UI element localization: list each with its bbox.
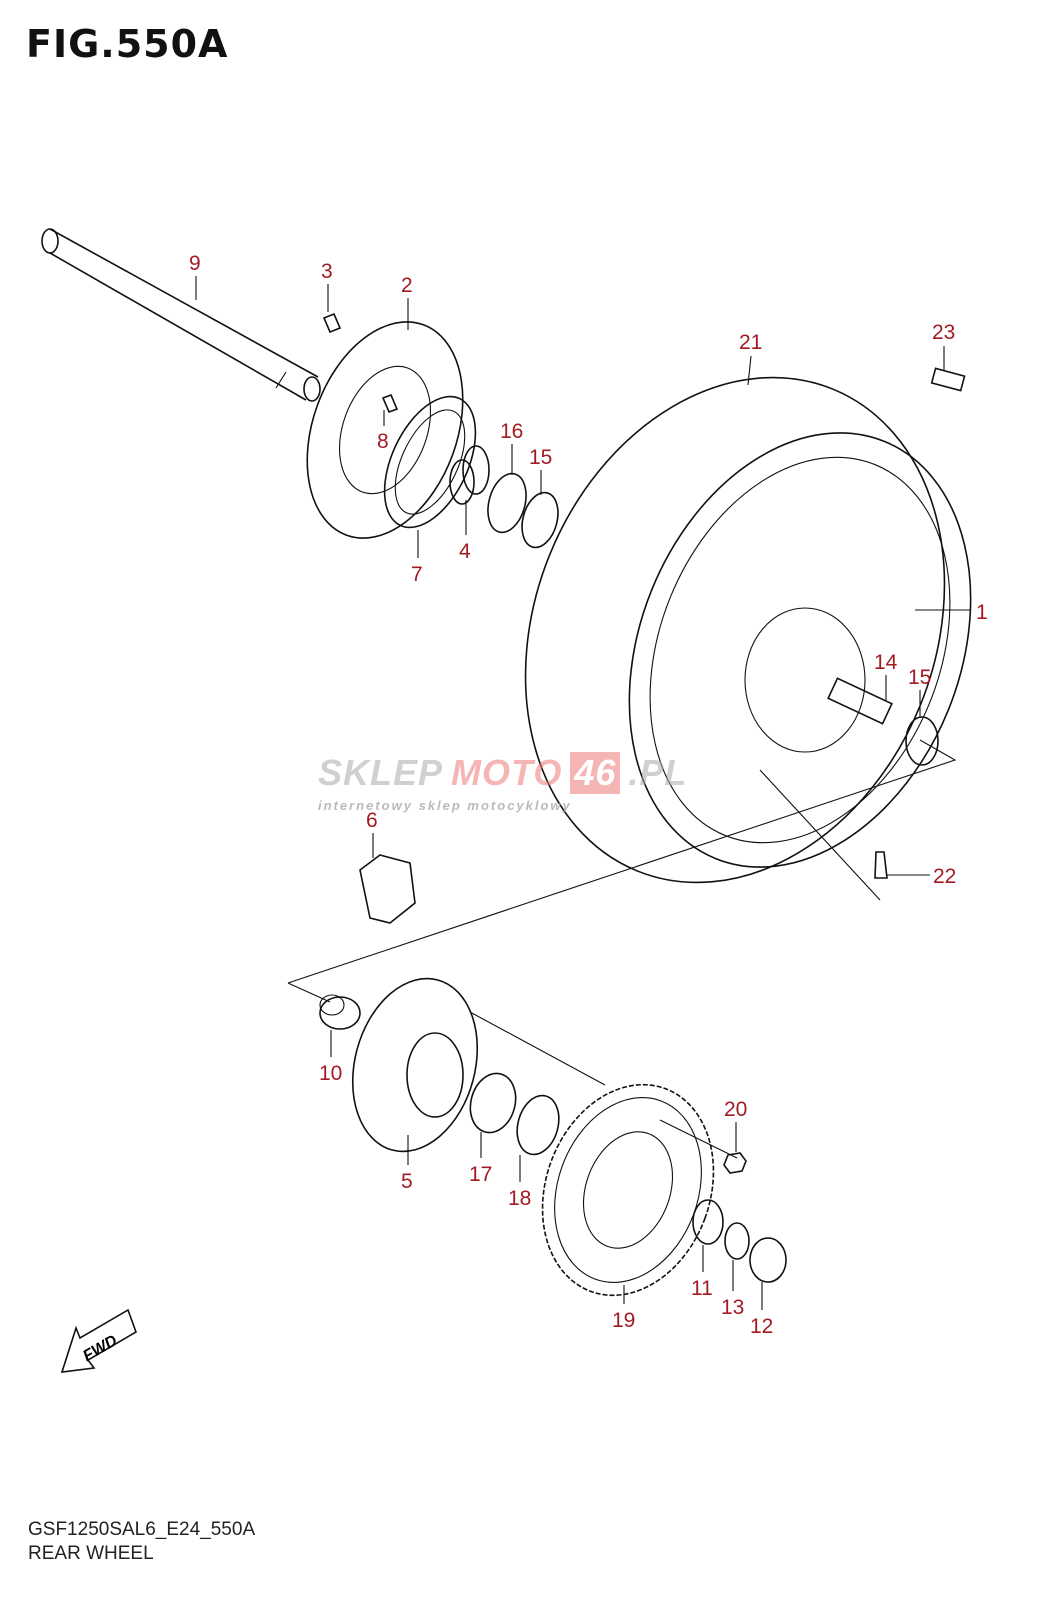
nut-part-20[interactable] (723, 1152, 747, 1174)
callout-3[interactable]: 3 (321, 260, 333, 283)
bearing-part[interactable] (516, 489, 563, 552)
bearing-part-17[interactable] (464, 1068, 522, 1137)
oil-seal-part[interactable] (482, 469, 532, 536)
callout-2[interactable]: 2 (401, 274, 413, 297)
watermark-tagline: internetowy sklep motocyklowy (318, 798, 572, 813)
bolt-part-8[interactable] (381, 393, 399, 414)
wm-part: SKLEP (318, 752, 444, 793)
callout-13[interactable]: 13 (721, 1296, 744, 1319)
nut-part-12[interactable] (749, 1237, 787, 1283)
callout-6[interactable]: 6 (366, 809, 378, 832)
sprocket-drum-part[interactable] (334, 964, 495, 1165)
wm-part: 46 (570, 752, 621, 794)
tire-part[interactable] (452, 314, 1032, 946)
figure-title: FIG.550A (26, 22, 229, 66)
diagram-code: GSF1250SAL6_E24_550A (28, 1519, 256, 1540)
callout-5[interactable]: 5 (401, 1170, 413, 1193)
footer: GSF1250SAL6_E24_550A REAR WHEEL (28, 1518, 255, 1566)
spacer-part-11[interactable] (692, 1199, 724, 1245)
callout-10[interactable]: 10 (319, 1062, 342, 1085)
cushion-part[interactable] (319, 994, 361, 1030)
axle-part[interactable] (41, 228, 321, 402)
bearing-part-right[interactable] (905, 716, 939, 766)
bracket-part[interactable] (359, 854, 416, 924)
bolt-part[interactable] (322, 312, 342, 334)
spacer-part[interactable] (827, 677, 893, 725)
callout-20[interactable]: 20 (724, 1098, 747, 1121)
callout-23[interactable]: 23 (932, 321, 955, 344)
callout-11[interactable]: 11 (691, 1277, 713, 1300)
leader-lines (195, 276, 945, 1310)
washer-part-13[interactable] (724, 1222, 750, 1260)
callout-9[interactable]: 9 (189, 252, 201, 275)
callout-22[interactable]: 22 (933, 865, 956, 888)
fwd-arrow-icon: FWD (60, 1308, 137, 1373)
valve-part[interactable] (874, 851, 888, 879)
wm-part: .PL (628, 752, 688, 793)
balance-weight-part[interactable] (930, 367, 966, 392)
callout-8[interactable]: 8 (377, 430, 389, 453)
callout-1[interactable]: 1 (976, 601, 988, 624)
fwd-label: FWD (80, 1332, 120, 1365)
callout-16[interactable]: 16 (500, 420, 523, 443)
callout-15b[interactable]: 15 (908, 666, 931, 689)
callout-19[interactable]: 19 (612, 1309, 635, 1332)
callout-17[interactable]: 17 (469, 1163, 492, 1186)
brake-disc-part[interactable] (279, 300, 491, 560)
diagram-name: REAR WHEEL (28, 1543, 154, 1564)
callout-18[interactable]: 18 (508, 1187, 531, 1210)
oil-seal-part-18[interactable] (511, 1091, 565, 1159)
callout-15[interactable]: 15 (529, 446, 552, 469)
callout-labels: 9 3 2 21 23 16 15 8 4 7 1 14 15 6 22 10 … (189, 252, 988, 1338)
callout-21[interactable]: 21 (739, 331, 762, 354)
callout-12[interactable]: 12 (750, 1315, 773, 1338)
callout-7[interactable]: 7 (411, 563, 423, 586)
wm-part: MOTO (451, 752, 563, 793)
callout-14[interactable]: 14 (874, 651, 898, 674)
assembly-guide-lines (287, 609, 970, 1159)
collar-part[interactable] (449, 445, 490, 505)
callout-4[interactable]: 4 (459, 540, 471, 563)
